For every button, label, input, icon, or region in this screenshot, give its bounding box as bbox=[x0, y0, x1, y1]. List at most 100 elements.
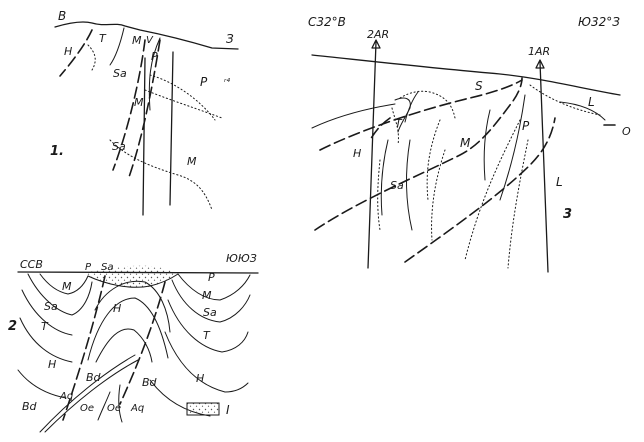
section-2-quaternary-fill bbox=[85, 265, 178, 289]
section-2-label-t-left: T bbox=[41, 320, 49, 333]
section-3-contact-l-upper bbox=[559, 101, 606, 121]
section-3-dotted-s-boundary bbox=[399, 90, 456, 119]
section-2-label-sa-left-1: Sa bbox=[101, 262, 113, 273]
section-1-left-direction: В bbox=[58, 9, 66, 23]
section-2-fault-left bbox=[62, 275, 106, 421]
section-3-dotted-p-b bbox=[464, 119, 521, 261]
section-3-contact-t-left bbox=[394, 97, 411, 133]
section-2-syncline-left-3 bbox=[21, 289, 73, 336]
section-3-dotted-sa-b bbox=[426, 119, 441, 201]
section-2-syncline-left-5 bbox=[17, 369, 67, 399]
section-3-contact-sa-mid bbox=[406, 139, 413, 231]
section-1-label-p-right: P bbox=[200, 75, 208, 89]
section-2-syncline-left-2 bbox=[27, 273, 93, 316]
section-2-syncline-left-4 bbox=[19, 317, 73, 363]
section-3-fault-t bbox=[369, 117, 391, 141]
section-3-well-2ar bbox=[367, 41, 377, 269]
section-3-label-m: M bbox=[460, 136, 471, 150]
section-2-basement-band-a bbox=[39, 354, 136, 433]
section-1-well-a bbox=[142, 57, 146, 216]
section-3-number: 3 bbox=[563, 207, 572, 222]
section-3-label-o: O bbox=[622, 125, 631, 138]
section-1-label-m-low: M bbox=[187, 155, 197, 168]
section-1-label-v: V bbox=[146, 35, 154, 46]
section-1-label-sa-low: Sa bbox=[112, 140, 126, 153]
section-3-well-1ar bbox=[539, 61, 549, 273]
section-2-label-aq-right: Aq bbox=[130, 403, 144, 414]
section-2-label-bd-right: Bd bbox=[142, 376, 158, 389]
section-3-well-2ar-head bbox=[371, 39, 381, 49]
section-3-dotted-t bbox=[391, 107, 399, 146]
section-2-syncline-right-3 bbox=[167, 299, 249, 353]
section-1-contact-upper bbox=[148, 37, 161, 111]
section-1-number: 1. bbox=[50, 144, 64, 159]
section-2-anticline-1 bbox=[94, 280, 171, 333]
section-2-label-h-right: H bbox=[196, 372, 204, 385]
section-3-label-l-low: L bbox=[556, 175, 563, 189]
section-2-syncline-left-1 bbox=[39, 273, 89, 295]
section-2-label-oe-left: Oe bbox=[80, 403, 94, 414]
section-1-dotted-contact-c bbox=[109, 139, 213, 211]
section-2-label-h-left: H bbox=[48, 358, 56, 371]
section-1-mark: ʳ⁴ bbox=[224, 78, 230, 88]
section-2-label-aq-center: Aq bbox=[59, 391, 73, 402]
section-3-fault-h-m bbox=[314, 77, 523, 231]
section-2-label-m-left: M bbox=[62, 280, 72, 293]
section-3-contact-sa-left bbox=[380, 139, 389, 216]
section-2-basement-band-b bbox=[44, 359, 139, 433]
section-3-contact-p-right bbox=[499, 94, 526, 201]
section-2-label-p-left: P bbox=[85, 262, 92, 273]
section-1-label-h: H bbox=[64, 45, 72, 58]
section-2-label-sa-left-2: Sa bbox=[44, 300, 58, 313]
section-3-label-p: P bbox=[522, 119, 530, 133]
section-3-fault-upper bbox=[319, 79, 523, 151]
section-3-dotted-p-a bbox=[507, 139, 529, 269]
section-1-fault-m-p bbox=[127, 39, 161, 181]
section-1-label-t: T bbox=[99, 32, 107, 45]
section-2-label-sa-right: Sa bbox=[203, 306, 217, 319]
section-1-surface bbox=[54, 21, 239, 50]
section-2-legend-swatch bbox=[186, 402, 220, 416]
section-2-anticline-core bbox=[95, 328, 153, 363]
section-3-fault-lower bbox=[404, 117, 556, 263]
section-1-dotted-contact-b bbox=[144, 89, 223, 119]
section-1-label-sa-top: Sa bbox=[113, 67, 127, 80]
section-3-left-direction: С32°В bbox=[308, 15, 346, 29]
section-3-well-2ar-label: 2AR bbox=[367, 28, 389, 41]
section-2-anticline-2 bbox=[87, 297, 169, 361]
section-1-label-m-top: M bbox=[132, 34, 142, 47]
section-3-contact-h-upper bbox=[311, 103, 396, 129]
section-3-label-s: S bbox=[475, 79, 483, 93]
section-1-well-b bbox=[169, 51, 174, 206]
section-1-right-direction: З bbox=[226, 32, 234, 46]
section-2-label-m-right: M bbox=[202, 289, 212, 302]
section-3-dotted-sa-c bbox=[431, 149, 446, 241]
section-3-dotted-l bbox=[529, 84, 601, 116]
section-3-contact-t-right bbox=[404, 91, 419, 123]
section-2-oe-band-a bbox=[97, 391, 111, 421]
section-2-label-h-center: H bbox=[113, 302, 121, 315]
section-3-label-t: T bbox=[395, 117, 403, 130]
section-2-label-bd-lower-left: Bd bbox=[22, 400, 38, 413]
section-2-label-t-right: T bbox=[203, 329, 211, 342]
section-2-label-bd-center: Bd bbox=[86, 371, 102, 384]
section-3-label-h: H bbox=[353, 147, 361, 160]
section-3: С32°В Ю32°З 2AR 1AR 3 S L O T H M P Sa L bbox=[308, 15, 631, 273]
section-2-left-direction: ССВ bbox=[20, 258, 43, 271]
section-2-fault-right bbox=[119, 281, 166, 405]
section-3-well-1ar-label: 1AR bbox=[528, 45, 550, 58]
section-1: В З H T Sa M V P M P Sa M ʳ⁴ 1. bbox=[50, 9, 239, 216]
section-2-oe-band-b bbox=[118, 384, 123, 423]
section-2-legend-label: I bbox=[226, 403, 230, 417]
section-3-dotted-sa-a bbox=[377, 159, 381, 231]
section-2-syncline-right-1 bbox=[177, 273, 251, 301]
section-2-syncline-right-2 bbox=[171, 279, 251, 323]
section-1-fault-h-t bbox=[59, 29, 93, 77]
section-3-label-sa: Sa bbox=[390, 179, 404, 192]
section-2-right-direction: ЮЮЗ bbox=[226, 252, 257, 265]
section-3-contact-m-p bbox=[483, 109, 491, 181]
section-2: I ССВ ЮЮЗ 2 P Sa M Sa T H H Bd Bd Aq Oe … bbox=[8, 252, 259, 433]
section-2-syncline-right-4 bbox=[164, 331, 249, 393]
section-2-label-oe-right: Oe bbox=[107, 403, 121, 414]
